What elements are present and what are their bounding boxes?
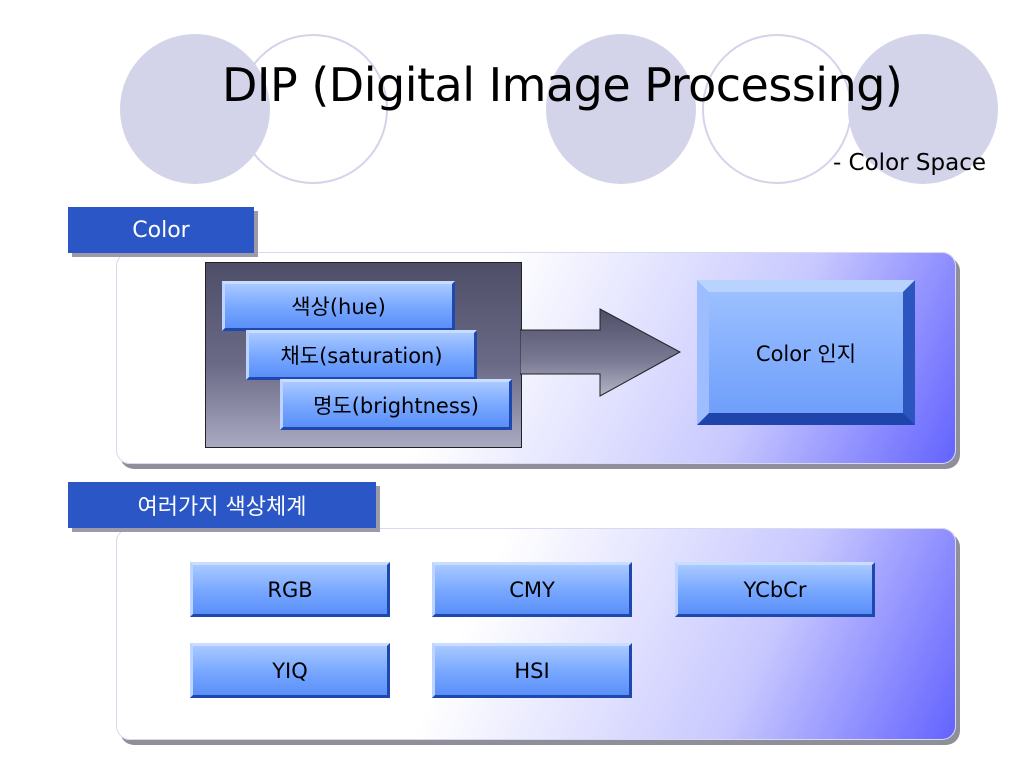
attribute-saturation: 채도(saturation) bbox=[246, 330, 477, 380]
attribute-brightness: 명도(brightness) bbox=[280, 379, 512, 430]
attribute-hue: 색상(hue) bbox=[222, 281, 455, 331]
system-hsi: HSI bbox=[432, 643, 632, 698]
decor-circle-2 bbox=[238, 34, 388, 184]
page-title: DIP (Digital Image Processing) bbox=[222, 58, 903, 112]
decor-circle-5 bbox=[848, 34, 998, 184]
system-cmy: CMY bbox=[432, 562, 632, 617]
decor-circle-3 bbox=[546, 34, 696, 184]
system-rgb: RGB bbox=[190, 562, 390, 617]
system-ycbcr: YCbCr bbox=[675, 562, 875, 617]
section-tag-color: Color bbox=[68, 207, 254, 253]
system-yiq: YIQ bbox=[190, 643, 390, 698]
color-systems-panel bbox=[116, 528, 956, 740]
color-perception-box: Color 인지 bbox=[697, 280, 915, 425]
page-subtitle: - Color Space bbox=[832, 150, 986, 176]
section-tag-color-systems: 여러가지 색상체계 bbox=[68, 482, 376, 528]
arrow-right-icon bbox=[520, 308, 682, 397]
